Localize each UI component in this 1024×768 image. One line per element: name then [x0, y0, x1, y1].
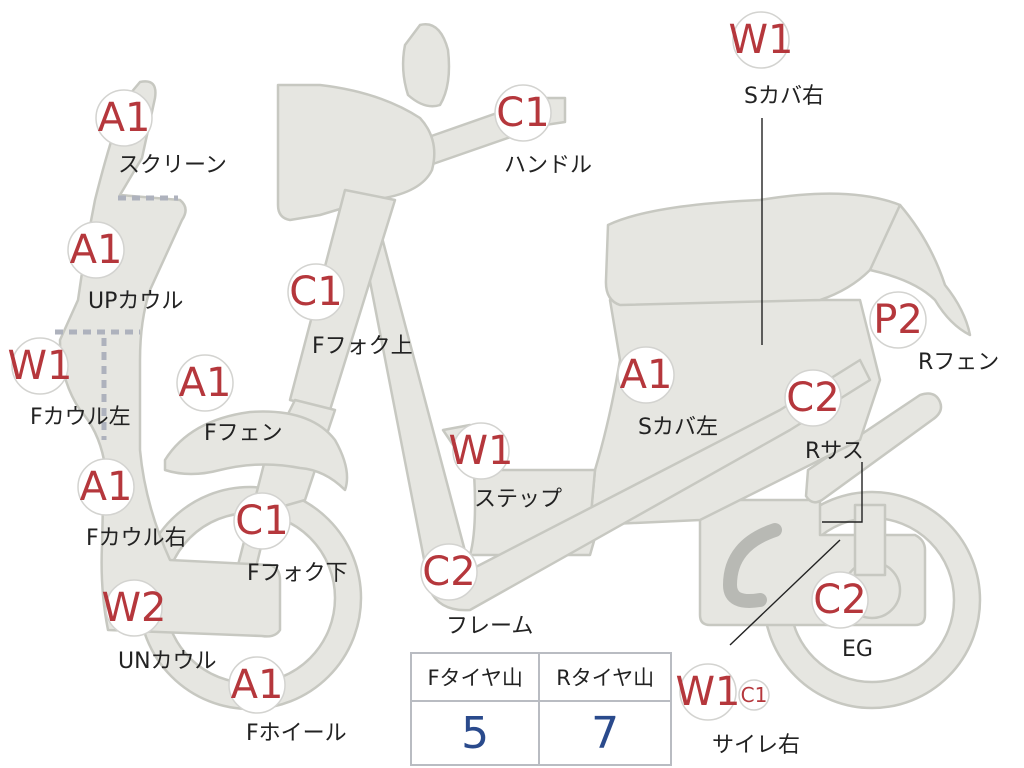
grade-circle [287, 263, 345, 321]
grade-marker-frame: C2 フレーム [420, 543, 533, 639]
part-label: サイレ右 [712, 733, 800, 758]
front-fender [163, 410, 349, 492]
part-label: Fフェン [204, 421, 283, 446]
grade-circle [11, 337, 69, 395]
headlight [276, 83, 436, 222]
part-label: UNカウル [118, 649, 217, 674]
grade-code: A1 [70, 227, 123, 273]
part-label: フレーム [446, 614, 533, 639]
grade-code: W1 [449, 428, 514, 474]
leader-r-sus [822, 462, 863, 523]
grade-circle [452, 422, 510, 480]
grade-code: W1 [729, 17, 794, 63]
rear-tire-header: Rタイヤ山 [539, 654, 670, 702]
part-label: Fホイール [246, 721, 347, 746]
grade-circle [679, 663, 737, 721]
grade-markers: A1スクリーンA1UPカウルW1Fカウル左A1Fカウル右W2UNカウルA1Fホイ… [8, 11, 999, 758]
grade-code: W1 [8, 343, 73, 389]
grade-code: C2 [786, 375, 839, 421]
grade-circle [95, 89, 153, 147]
grade-code: A1 [98, 95, 151, 141]
rear-suspension [804, 392, 943, 504]
front-tire-header: Fタイヤ山 [412, 654, 541, 702]
grade-marker-step: W1 ステップ [449, 422, 562, 512]
part-label: スクリーン [118, 153, 227, 178]
grade-code: A1 [620, 352, 673, 398]
grade-circle [869, 291, 927, 349]
grade-circle [811, 571, 869, 629]
grade-code: C2 [422, 549, 475, 595]
grade-circle-secondary [738, 679, 770, 711]
grade-circle [67, 221, 125, 279]
grade-code: C1 [289, 269, 342, 315]
grade-code: C2 [813, 577, 866, 623]
rear-tire-value: 7 [591, 707, 620, 759]
muffler [722, 523, 782, 608]
grade-code: P2 [873, 297, 923, 343]
grade-code-secondary: C1 [741, 683, 768, 707]
grade-circle [420, 543, 478, 601]
grade-code: A1 [231, 662, 284, 708]
part-label: Fカウル右 [86, 526, 187, 551]
leader-muffler-right [729, 539, 841, 646]
grade-circle [732, 11, 790, 69]
grade-code: C1 [235, 498, 288, 544]
grade-marker-handle: C1 ハンドル [494, 84, 592, 178]
grade-code: W2 [102, 585, 167, 631]
part-label: Rサス [805, 439, 864, 464]
tire-table-grid: Fタイヤ山 Rタイヤ山 5 7 [412, 654, 670, 764]
part-label: Rフェン [918, 350, 999, 375]
grade-circle [176, 354, 234, 412]
part-label: EG [842, 637, 873, 662]
grade-code: A1 [179, 360, 232, 406]
part-label: Fフォク下 [247, 561, 348, 586]
part-label: ステップ [474, 487, 562, 512]
part-label: Fフォク上 [312, 334, 413, 359]
part-label: Sカバ右 [744, 84, 824, 109]
grade-code: A1 [80, 464, 133, 510]
rear-shock [853, 503, 887, 577]
grade-circle [784, 369, 842, 427]
seat [604, 192, 904, 307]
grade-circle [233, 492, 291, 550]
grade-marker-screen: A1 スクリーン [95, 89, 227, 178]
tire-table-value-row: 5 7 [412, 701, 670, 764]
grade-circle [494, 84, 552, 142]
grade-code: W1 [676, 669, 741, 715]
grade-code: C1 [496, 90, 549, 136]
grade-circle [105, 579, 163, 637]
grade-circle [228, 656, 286, 714]
front-tire-value: 5 [412, 701, 541, 764]
leader-lines [729, 118, 863, 646]
grade-circle [617, 346, 675, 404]
grade-circle [77, 458, 135, 516]
part-label: ハンドル [504, 153, 592, 178]
rear-fender [868, 203, 972, 337]
part-label: Sカバ左 [638, 415, 718, 440]
mirror [401, 23, 451, 108]
tire-table-header-row: Fタイヤ山 Rタイヤ山 [412, 654, 670, 702]
tire-tread-table: Fタイヤ山 Rタイヤ山 5 7 [410, 652, 672, 766]
part-label: Fカウル左 [30, 405, 131, 430]
part-label: UPカウル [88, 289, 183, 314]
